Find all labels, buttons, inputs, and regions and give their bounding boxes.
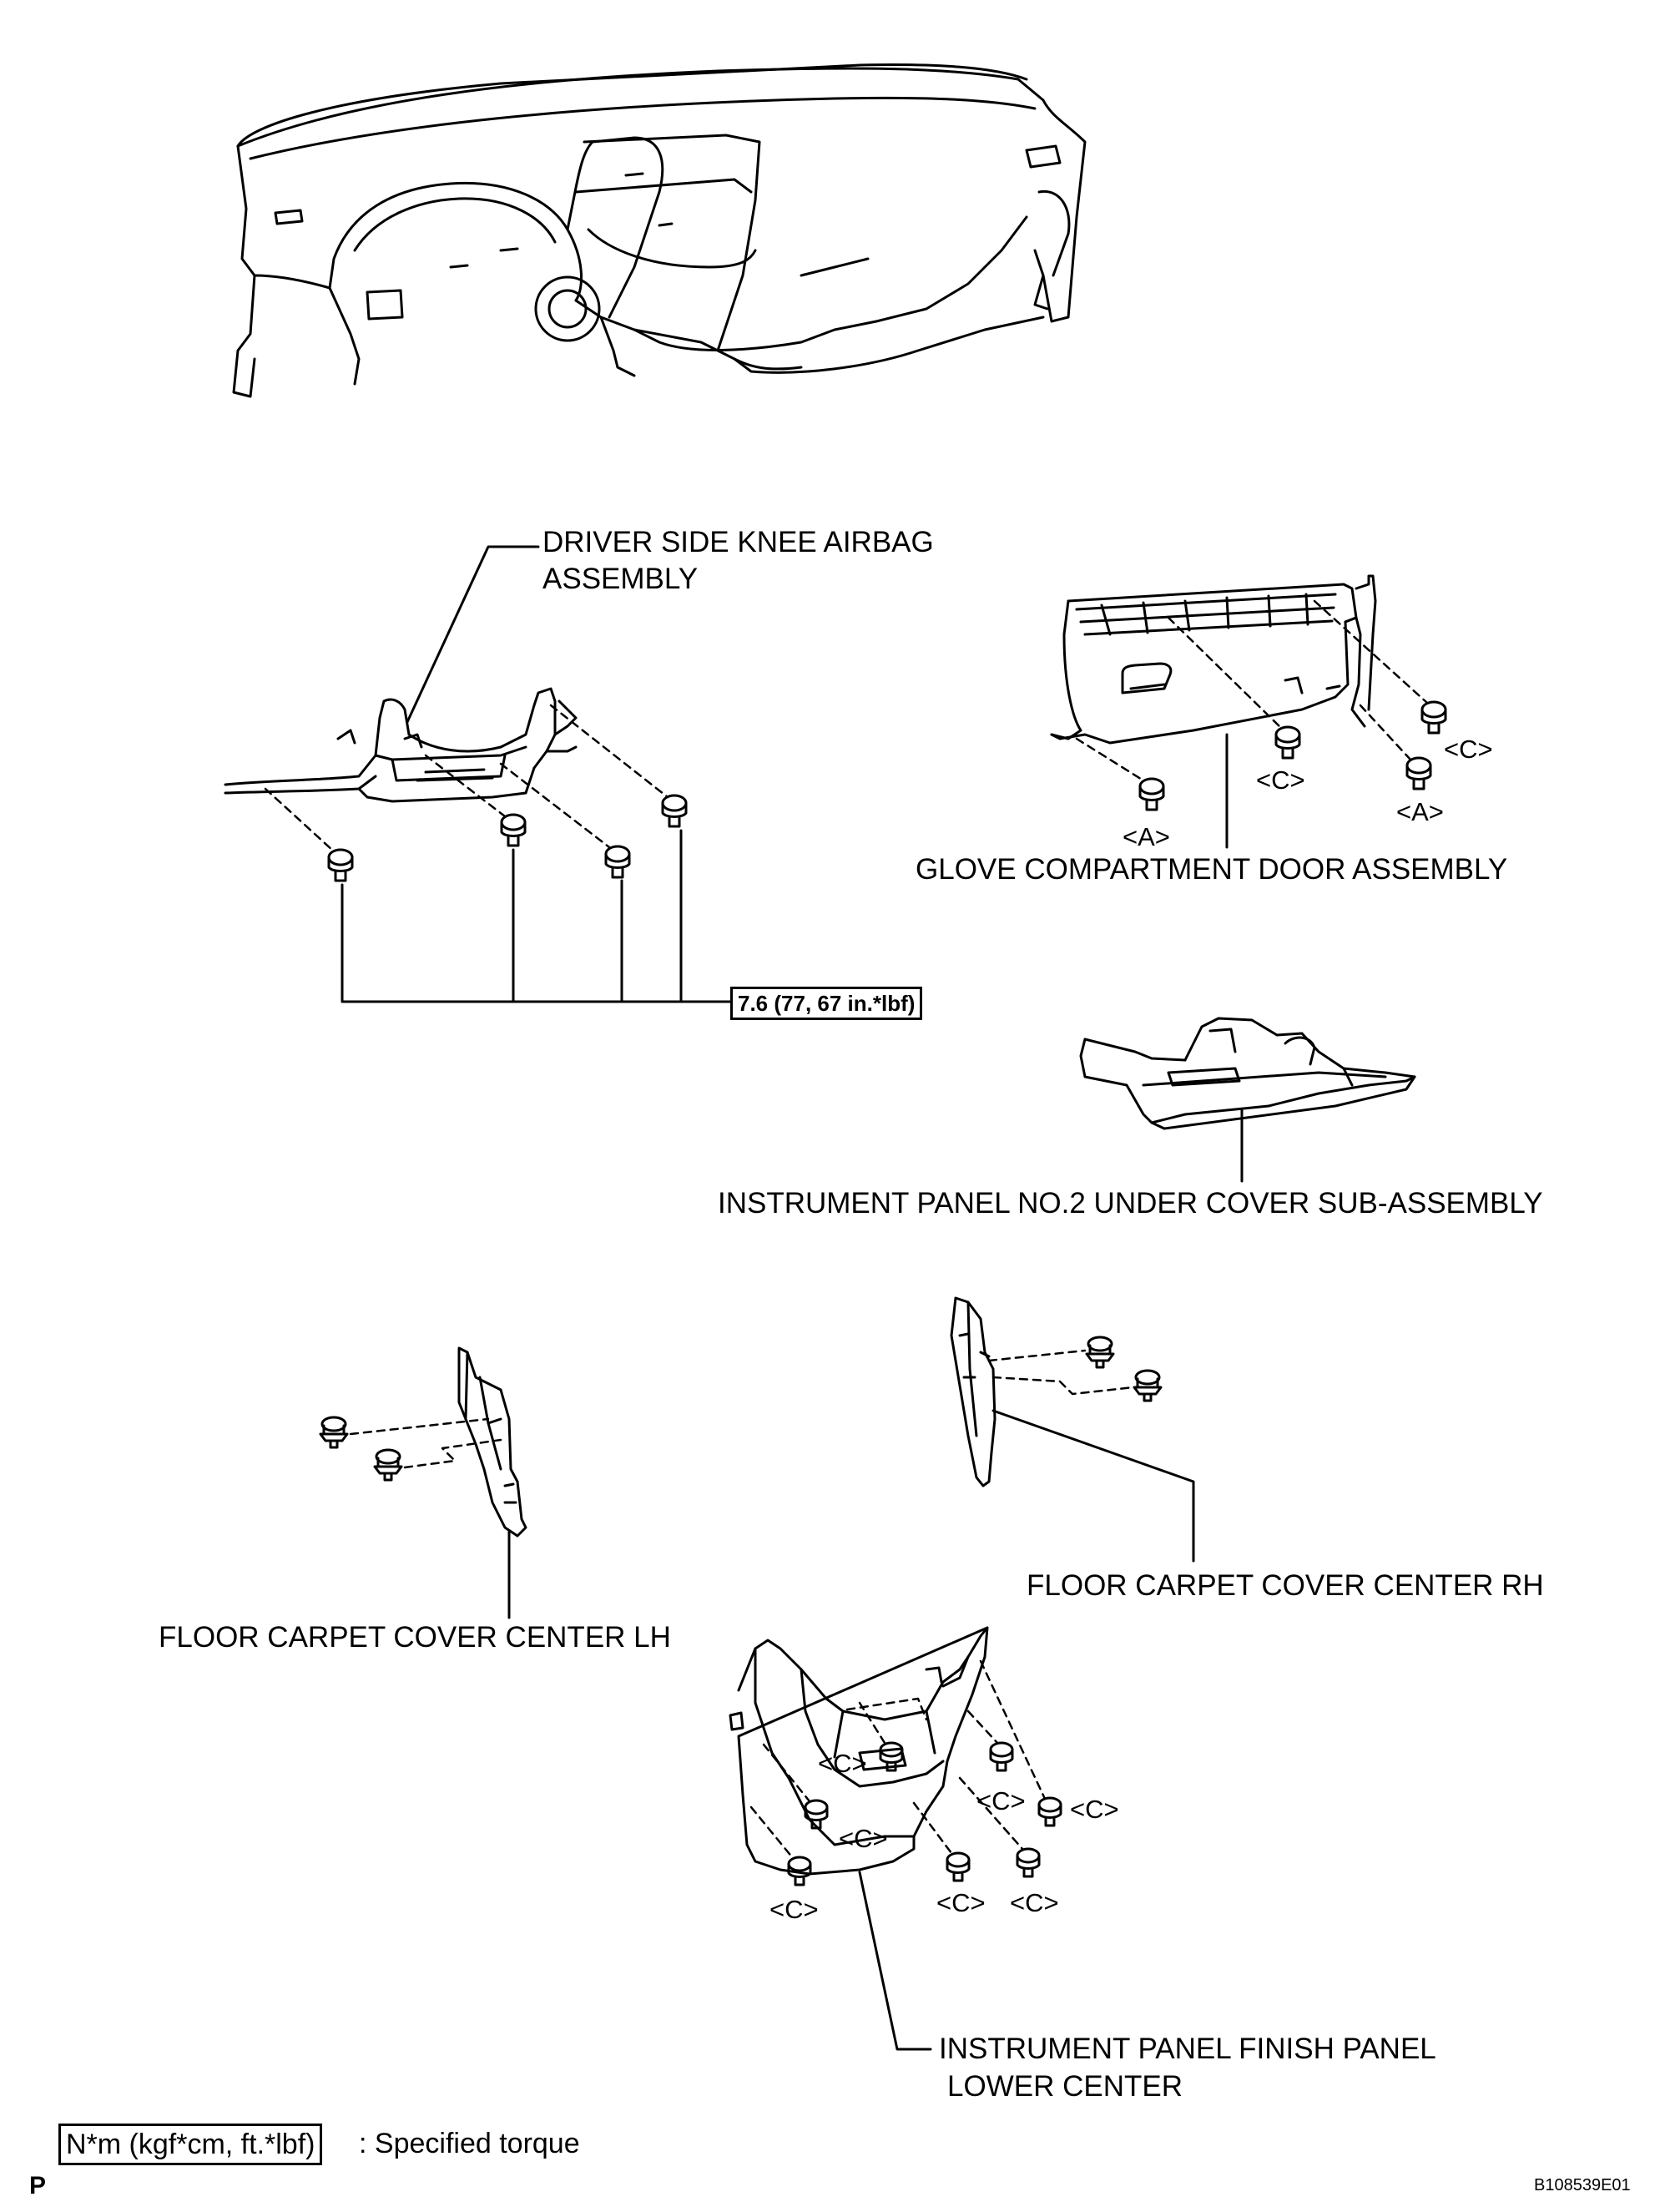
- knee-airbag-label-line2: ASSEMBLY: [542, 563, 699, 595]
- instrument-panel-illustration: [232, 63, 1087, 398]
- legend-torque-box: N*m (kgf*cm, ft.*lbf): [58, 2124, 323, 2165]
- finish-panel-label-line1: INSTRUMENT PANEL FINISH PANEL: [939, 2033, 1436, 2065]
- carpet-lh-illustration: [457, 1346, 527, 1538]
- glove-door-illustration: [1050, 574, 1377, 745]
- knee-airbag-bolts: [327, 794, 688, 882]
- under-cover-illustration: [1079, 1017, 1416, 1130]
- carpet-rh-leader: [991, 1409, 1195, 1563]
- torque-value-box: 7.6 (77, 67 in.*lbf): [730, 987, 923, 1020]
- tag-c-fp-6: <C>: [936, 1888, 986, 1917]
- tag-c-fp-3: <C>: [1070, 1795, 1119, 1824]
- knee-airbag-illustration: [224, 687, 578, 803]
- legend-torque-text: : Specified torque: [359, 2128, 580, 2159]
- carpet-lh-clips: [319, 1416, 403, 1482]
- finish-panel-leader: [858, 1871, 932, 2051]
- carpet-rh-label: FLOOR CARPET COVER CENTER RH: [1027, 1569, 1544, 1602]
- torque-bracket: [341, 829, 732, 1003]
- tag-c-fp-1: <C>: [818, 1749, 867, 1778]
- tag-a-left: <A>: [1123, 822, 1170, 851]
- glove-door-label: GLOVE COMPARTMENT DOOR ASSEMBLY: [916, 853, 1508, 886]
- tag-c-fp-5: <C>: [769, 1895, 819, 1924]
- knee-airbag-dashes: [264, 704, 669, 853]
- figure-id: B108539E01: [1534, 2176, 1631, 2194]
- glove-door-bolts: [1138, 700, 1447, 811]
- carpet-lh-dashes: [349, 1417, 502, 1469]
- finish-panel-label-line2: LOWER CENTER: [947, 2070, 1183, 2103]
- tag-c-fp-7: <C>: [1010, 1888, 1059, 1917]
- glove-door-dashes: [1075, 599, 1429, 782]
- knee-airbag-label-line1: DRIVER SIDE KNEE AIRBAG: [542, 526, 934, 558]
- tag-c-fp-4: <C>: [839, 1824, 888, 1853]
- tag-c-fp-2: <C>: [976, 1786, 1026, 1816]
- tag-a-right: <A>: [1396, 797, 1444, 826]
- carpet-rh-clips: [1085, 1336, 1163, 1402]
- carpet-rh-dashes: [987, 1349, 1135, 1396]
- page-letter: P: [29, 2172, 47, 2199]
- under-cover-label: INSTRUMENT PANEL NO.2 UNDER COVER SUB-AS…: [718, 1187, 1543, 1220]
- knee-airbag-leader: [406, 545, 540, 724]
- tag-c-mid: <C>: [1256, 765, 1305, 795]
- carpet-lh-label: FLOOR CARPET COVER CENTER LH: [159, 1621, 671, 1654]
- carpet-rh-illustration: [950, 1296, 996, 1487]
- tag-c-right: <C>: [1444, 735, 1493, 764]
- finish-panel-bolts: [787, 1741, 1062, 1886]
- finish-panel-dashes: [749, 1659, 1047, 1860]
